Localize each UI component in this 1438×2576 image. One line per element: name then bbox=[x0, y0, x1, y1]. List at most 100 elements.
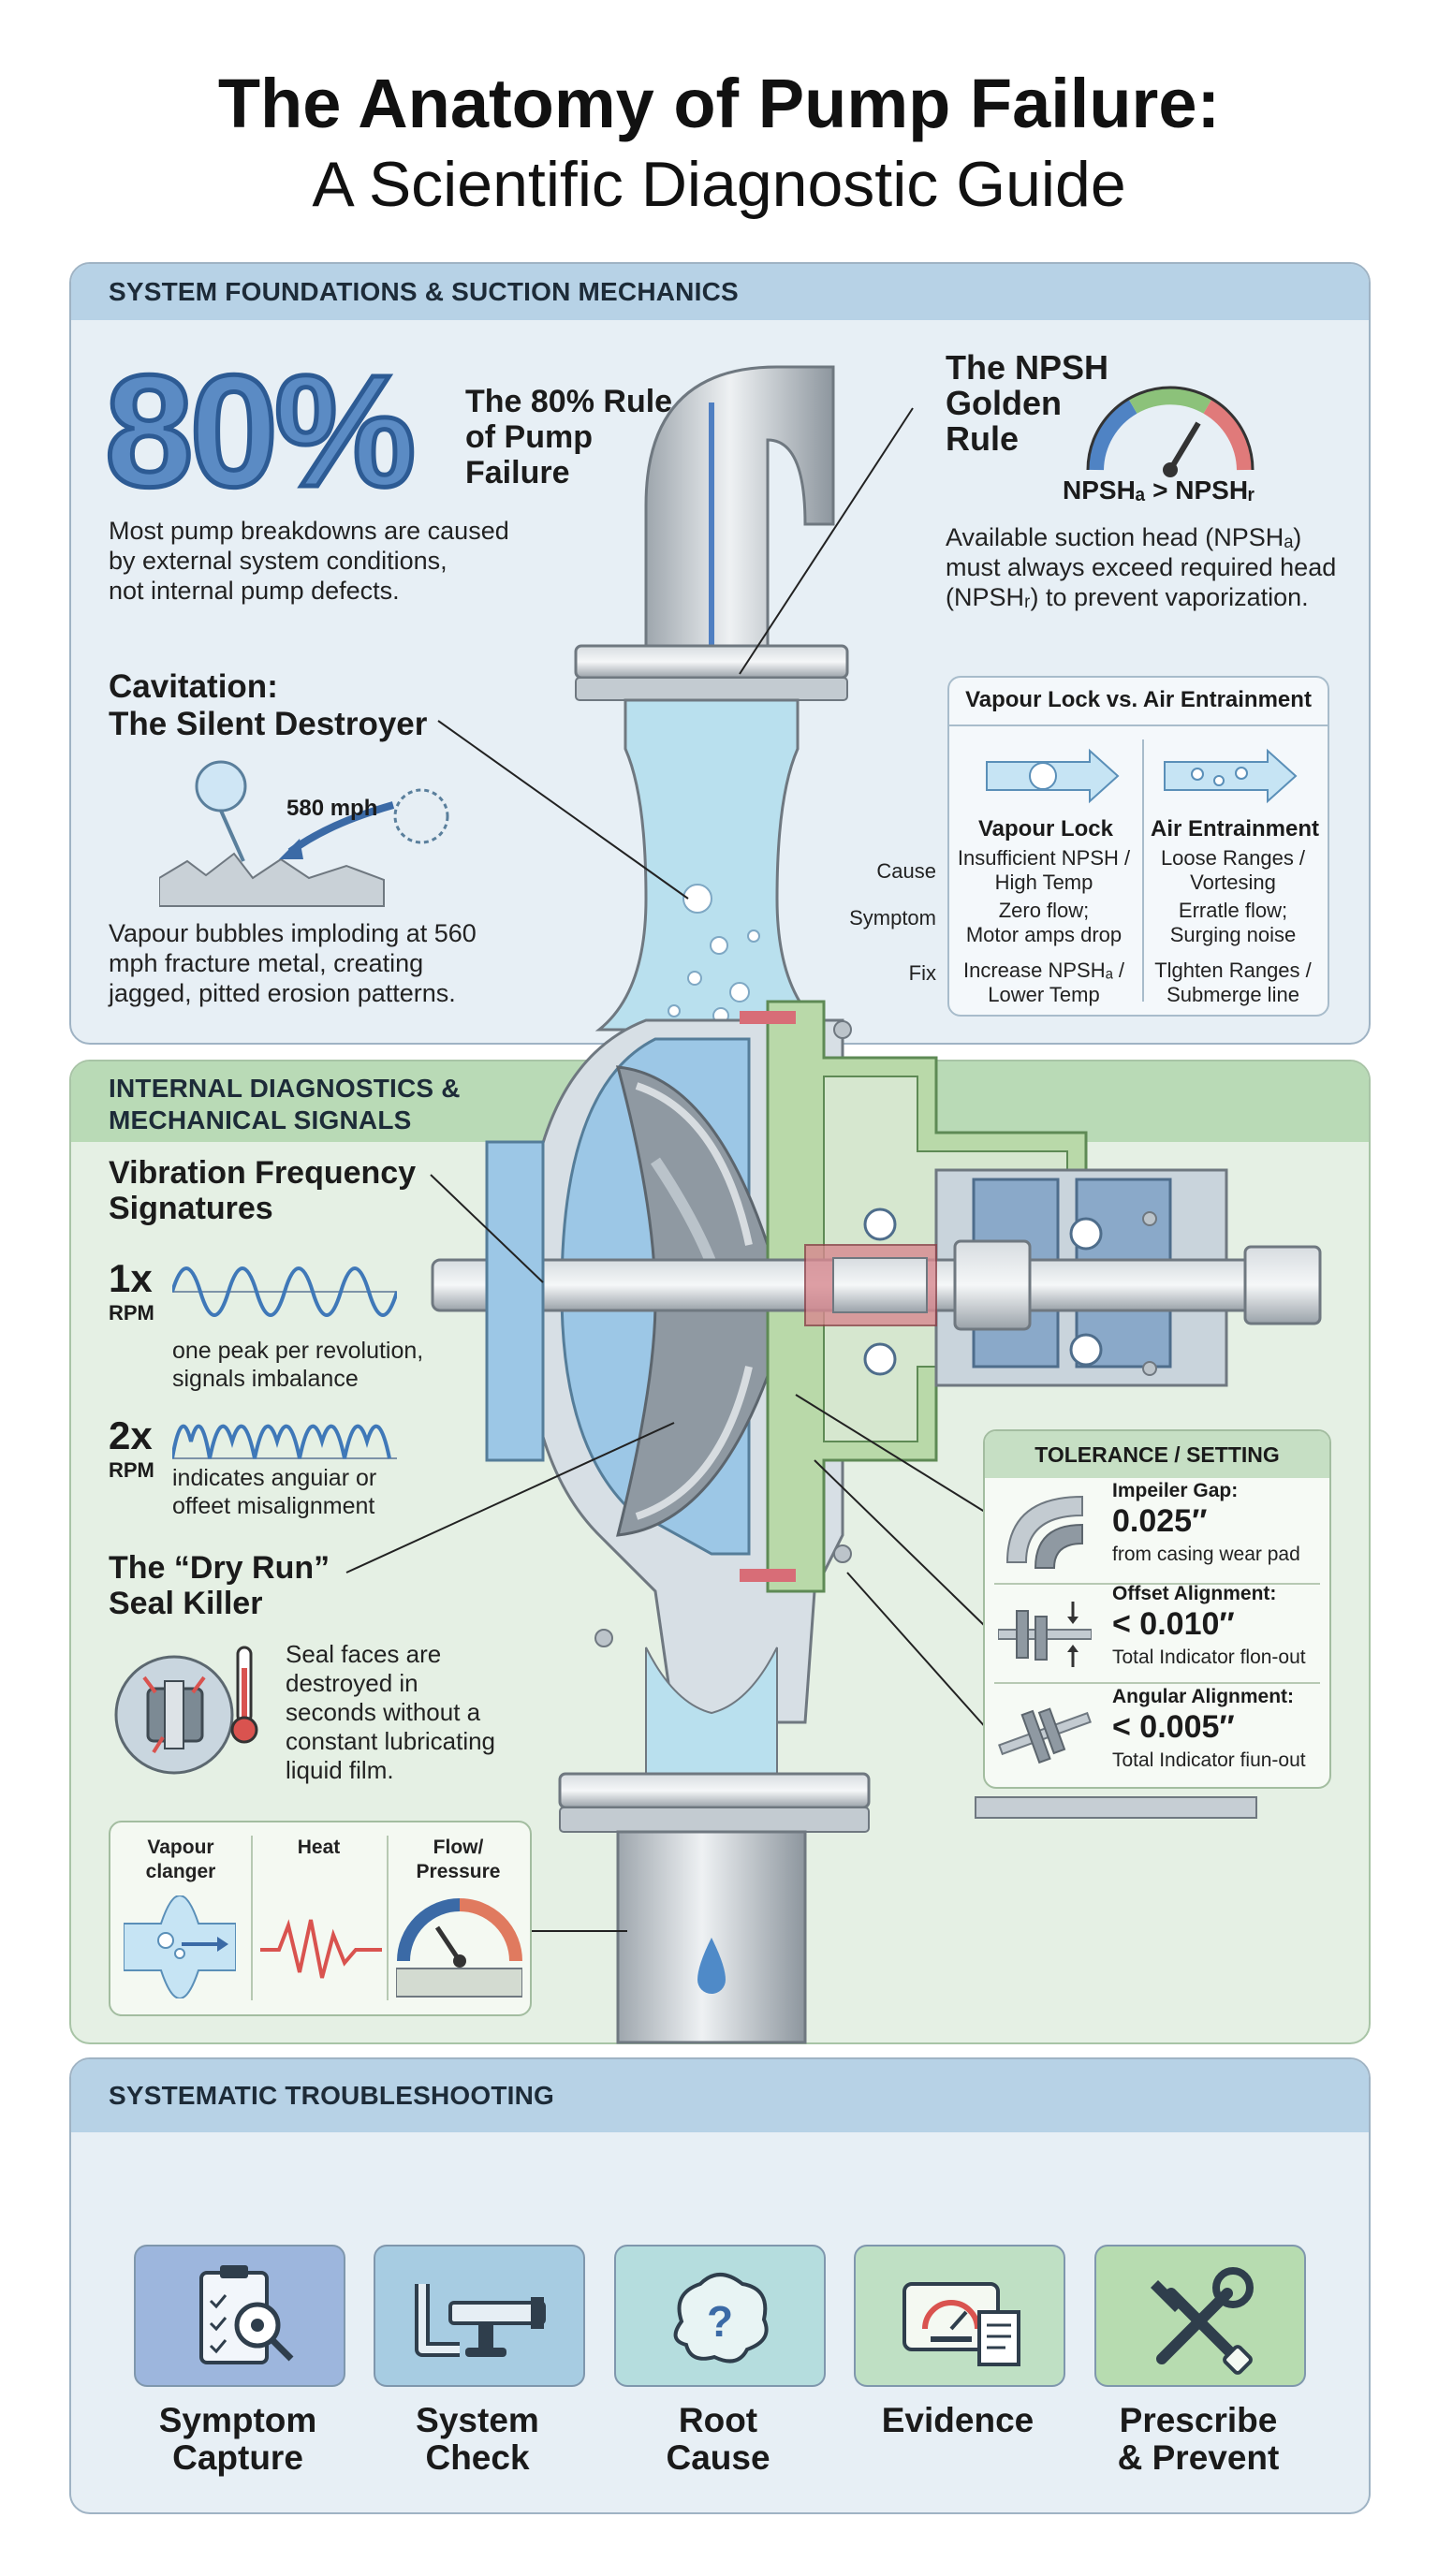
sig2-multiplier: 2x bbox=[109, 1413, 153, 1457]
rule-description: Most pump breakdowns are caused by exter… bbox=[109, 516, 509, 606]
text-line: indicates anguiar or bbox=[172, 1465, 377, 1491]
dry-run-title-line: Seal Killer bbox=[109, 1586, 263, 1621]
cell-cause-air: Loose Ranges / Vortesing bbox=[1140, 846, 1326, 895]
step-label-line: Cause bbox=[666, 2438, 770, 2477]
cell-line: Zero flow; bbox=[998, 899, 1090, 922]
npsh-title: The NPSH Golden Rule bbox=[946, 350, 1108, 457]
cavitation-title-line: The Silent Destroyer bbox=[109, 706, 428, 742]
sig2-unit: RPM bbox=[109, 1458, 154, 1482]
mini-col-flow: Flow/ Pressure bbox=[387, 1836, 530, 1884]
text-line: Vapour bubbles imploding at 560 bbox=[109, 919, 477, 947]
table-title: Vapour Lock vs. Air Entrainment bbox=[965, 687, 1312, 712]
clipboard-magnifier-icon bbox=[199, 2265, 294, 2364]
step-label-prescribe-prevent: Prescribe & Prevent bbox=[1081, 2402, 1315, 2477]
rule-title-line: Failure bbox=[465, 455, 570, 490]
tol-item-2-name: Offset Alignment: bbox=[1112, 1583, 1277, 1604]
cell-symptom-air: Erratle flow; Surging noise bbox=[1140, 899, 1326, 947]
step-label-line: & Prevent bbox=[1117, 2438, 1280, 2477]
sig1-description: one peak per revolution, signals imbalan… bbox=[172, 1337, 423, 1393]
col-air-entrainment: Air Entrainment bbox=[1150, 816, 1320, 842]
rule-title: The 80% Rule of Pump Failure bbox=[465, 384, 672, 490]
rule-title-line: of Pump bbox=[465, 419, 593, 455]
col-vapour-lock: Vapour Lock bbox=[977, 816, 1114, 842]
sig1-unit: RPM bbox=[109, 1301, 154, 1325]
step-label-line: Capture bbox=[172, 2438, 303, 2477]
cavitation-description: Vapour bubbles imploding at 560 mph frac… bbox=[109, 918, 477, 1008]
row-label-cause: Cause bbox=[876, 859, 936, 883]
text-line: not internal pump defects. bbox=[109, 577, 400, 605]
text-line: one peak per revolution, bbox=[172, 1338, 424, 1364]
vapour-flow-icon bbox=[124, 1895, 236, 1998]
mini-col-line: clanger bbox=[145, 1861, 216, 1882]
angular-alignment-icon bbox=[998, 1707, 1092, 1764]
step-label-symptom-capture: Symptom Capture bbox=[121, 2402, 355, 2477]
text-line: signals imbalance bbox=[172, 1366, 359, 1392]
cell-symptom-vapour: Zero flow; Motor amps drop bbox=[947, 899, 1140, 947]
rule-title-line: The 80% Rule bbox=[465, 384, 673, 419]
cell-line: Tlghten Ranges / bbox=[1154, 959, 1312, 982]
text-line: mph fracture metal, creating bbox=[109, 949, 424, 977]
tol-item-3-value: < 0.005″ bbox=[1112, 1709, 1235, 1745]
text-line: constant lubricating bbox=[286, 1727, 496, 1755]
heading-line: MECHANICAL SIGNALS bbox=[109, 1105, 412, 1134]
page-title: The Anatomy of Pump Failure: bbox=[217, 65, 1221, 142]
tol-item-3-note: Total Indicator fiun-out bbox=[1112, 1749, 1306, 1771]
dry-run-title: The “Dry Run” Seal Killer bbox=[109, 1550, 330, 1621]
seal-thermometer-icon bbox=[114, 1646, 258, 1775]
tol-item-1-name: Impeiler Gap: bbox=[1112, 1480, 1239, 1501]
step-root-cause[interactable]: ? bbox=[614, 2245, 826, 2387]
vibration-title-line: Vibration Frequency bbox=[109, 1155, 417, 1191]
npsh-description: Available suction head (NPSHₐ) must alwa… bbox=[946, 522, 1336, 612]
speed-label: 580 mph bbox=[286, 796, 378, 821]
text-line: destroyed in bbox=[286, 1669, 418, 1697]
text-line: must always exceed required head bbox=[946, 553, 1337, 581]
npsh-formula: NPSHₐ > NPSHᵣ bbox=[1063, 476, 1255, 505]
failure-modes-mini-panel: Vapour clanger Heat Flow/ Pressure bbox=[109, 1821, 532, 2016]
stat-80-percent: 80% bbox=[102, 343, 418, 520]
text-line: seconds without a bbox=[286, 1698, 481, 1726]
cell-line: Loose Ranges / bbox=[1160, 846, 1306, 870]
vapour-air-arrows-icon bbox=[986, 748, 1298, 804]
mini-col-line: Flow/ bbox=[433, 1837, 484, 1858]
cavitation-bubble-icon bbox=[159, 760, 449, 907]
brain-question-icon: ? bbox=[673, 2273, 769, 2364]
step-system-check[interactable] bbox=[374, 2245, 585, 2387]
tol-item-1-note: from casing wear pad bbox=[1112, 1544, 1300, 1565]
tol-item-2-value: < 0.010″ bbox=[1112, 1606, 1235, 1642]
sig2-description: indicates anguiar or offeet misalignment bbox=[172, 1464, 376, 1520]
cell-line: Erratle flow; bbox=[1178, 899, 1288, 922]
cell-fix-vapour: Increase NPSHₐ / Lower Temp bbox=[947, 959, 1140, 1007]
svg-text:?: ? bbox=[707, 2297, 733, 2346]
text-line: offeet misalignment bbox=[172, 1493, 375, 1519]
vibration-title: Vibration Frequency Signatures bbox=[109, 1155, 416, 1226]
dry-run-description: Seal faces are destroyed in seconds with… bbox=[286, 1640, 495, 1785]
step-label-evidence: Evidence bbox=[881, 2401, 1034, 2439]
cell-line: Increase NPSHₐ / bbox=[962, 959, 1125, 982]
step-evidence[interactable] bbox=[854, 2245, 1065, 2387]
text-line: Available suction head (NPSHₐ) bbox=[946, 523, 1302, 551]
cell-line: High Temp bbox=[994, 871, 1093, 894]
tol-item-2-note: Total Indicator flon-out bbox=[1112, 1647, 1306, 1668]
mini-col-line: Vapour bbox=[147, 1837, 214, 1858]
impeller-gap-icon bbox=[1005, 1495, 1083, 1569]
step-label-system-check: System Check bbox=[360, 2402, 594, 2477]
text-line: (NPSHᵣ) to prevent vaporization. bbox=[946, 583, 1309, 611]
npsh-gauge-icon bbox=[1086, 386, 1255, 477]
step-label-line: Check bbox=[425, 2438, 530, 2477]
sine-wave-2x-icon bbox=[172, 1424, 397, 1459]
step-prescribe-prevent[interactable] bbox=[1094, 2245, 1306, 2387]
step-symptom-capture[interactable] bbox=[134, 2245, 345, 2387]
wrench-tools-icon bbox=[1151, 2267, 1254, 2375]
text-line: Most pump breakdowns are caused bbox=[109, 517, 509, 545]
row-label-symptom: Symptom bbox=[849, 906, 936, 929]
npsh-title-line: Rule bbox=[946, 419, 1020, 458]
heat-waveform-icon bbox=[260, 1919, 382, 1979]
mini-col-vapour: Vapour clanger bbox=[110, 1836, 251, 1884]
cell-line: Surging noise bbox=[1169, 923, 1297, 946]
pressure-gauge-icon bbox=[396, 1898, 522, 1998]
step-label-line: Prescribe bbox=[1119, 2401, 1278, 2439]
pipe-valve-icon bbox=[415, 2284, 546, 2357]
cavitation-title-line: Cavitation: bbox=[109, 668, 278, 705]
npsh-title-line: The NPSH bbox=[946, 348, 1109, 387]
